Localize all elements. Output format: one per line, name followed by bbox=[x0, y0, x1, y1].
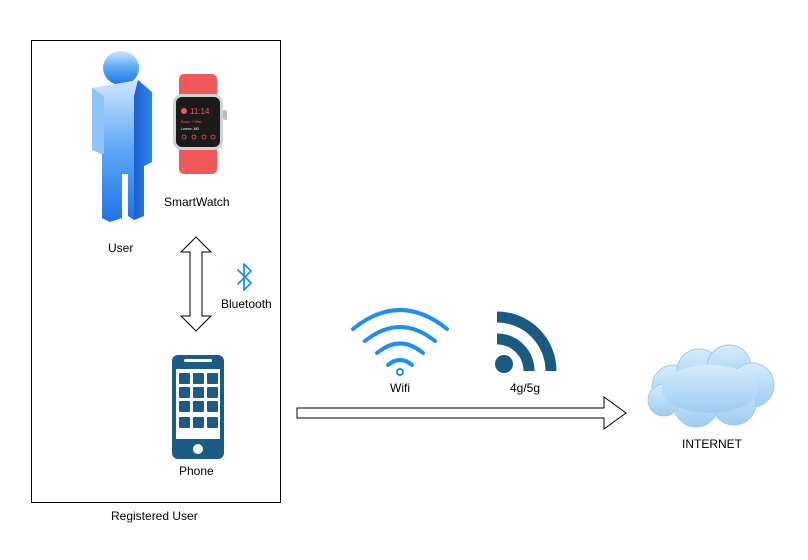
registered-user-caption: Registered User bbox=[111, 509, 198, 523]
wifi-icon bbox=[351, 308, 449, 376]
registered-user-group bbox=[31, 40, 281, 503]
user-label: User bbox=[108, 241, 134, 255]
phone-icon bbox=[172, 355, 224, 459]
user-icon bbox=[92, 51, 152, 222]
cloud-icon bbox=[647, 344, 775, 428]
bluetooth-label: Bluetooth bbox=[221, 297, 272, 311]
watch-time: 11:14 bbox=[190, 107, 210, 116]
internet-label: INTERNET bbox=[682, 437, 742, 451]
cellular-label: 4g/5g bbox=[510, 381, 541, 395]
wifi-label: Wifi bbox=[390, 381, 410, 395]
smartwatch-label: SmartWatch bbox=[164, 195, 230, 209]
smartwatch-icon: 11:14 Board + Wed Lorenz, MD bbox=[173, 74, 227, 174]
internet-link-arrow bbox=[296, 396, 627, 430]
bluetooth-link-arrow bbox=[179, 236, 213, 332]
watch-line1: Board + Wed bbox=[181, 120, 202, 124]
bluetooth-icon bbox=[237, 263, 252, 291]
watch-line2: Lorenz, MD bbox=[181, 127, 200, 131]
cellular-signal-icon bbox=[495, 311, 557, 373]
phone-label: Phone bbox=[179, 464, 214, 478]
